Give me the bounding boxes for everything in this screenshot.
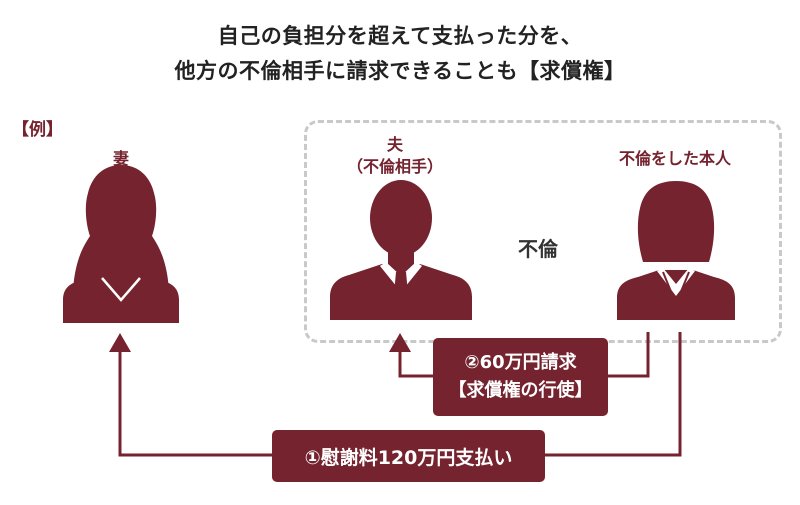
affair-label: 不倫 — [518, 237, 558, 261]
payment-badge-text: ①慰謝料120万円支払い — [304, 446, 513, 469]
claim-badge: ②60万円請求 【求償権の行使】 — [433, 338, 608, 416]
husband-icon — [330, 180, 472, 320]
title-line-2: 他方の不倫相手に請求できることも【求償権】 — [174, 59, 626, 83]
title-line-1: 自己の負担分を超えて支払った分を、 — [217, 24, 583, 48]
claim-badge-line-2: 【求償権の行使】 — [448, 380, 593, 401]
husband-label: 夫 — [386, 135, 403, 154]
payment-badge: ①慰謝料120万円支払い — [272, 430, 545, 482]
husband-sublabel: （不倫相手） — [346, 157, 443, 176]
wife-neckline — [101, 277, 141, 302]
wife-label: 妻 — [112, 149, 129, 168]
affair-party-icon — [617, 181, 735, 320]
claim-badge-line-1: ②60万円請求 — [464, 352, 577, 373]
example-label: 【例】 — [12, 120, 63, 140]
affair-party-label: 不倫をした本人 — [618, 149, 731, 168]
